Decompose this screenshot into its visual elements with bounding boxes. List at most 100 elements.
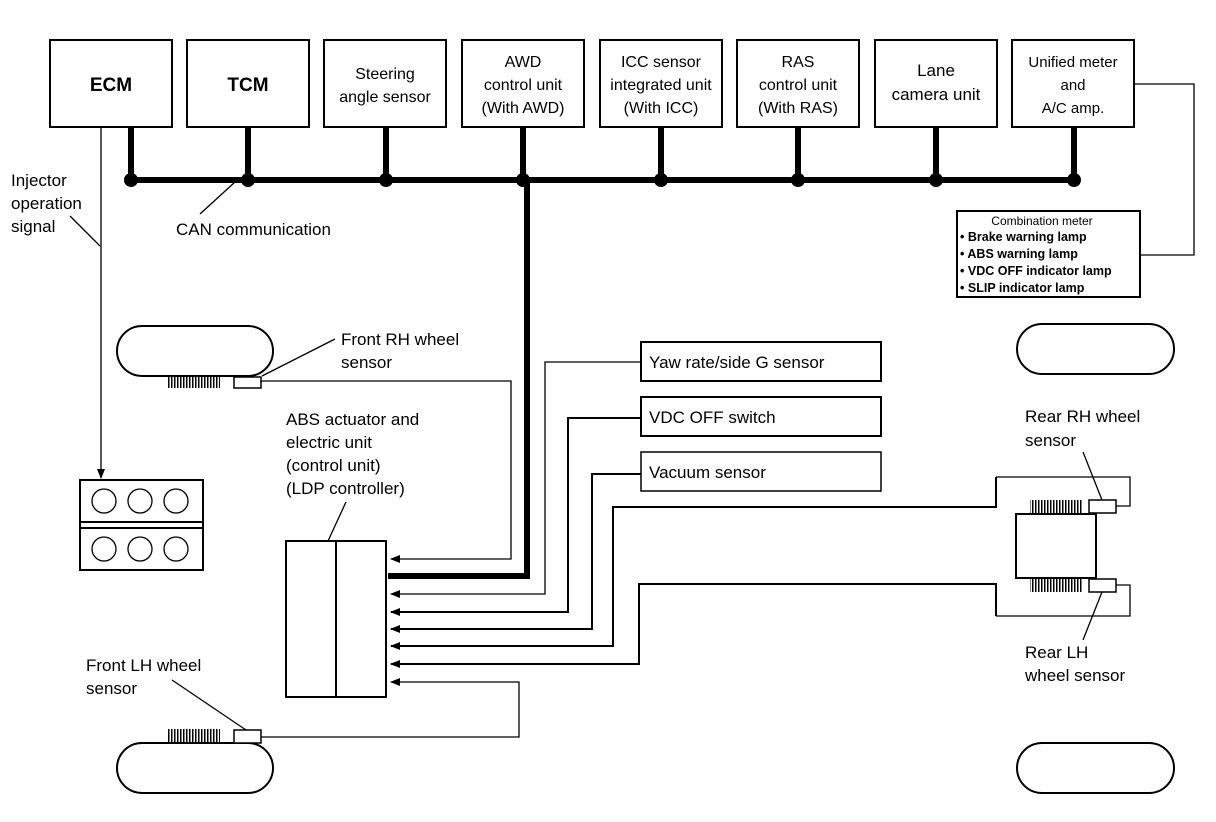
unified-meter-box (1011, 39, 1135, 128)
front-lh-label-1: Front LH wheel (86, 656, 201, 675)
engine-cylinders-icon (79, 479, 204, 571)
rear-rh-sensor-wire (996, 476, 1131, 507)
awd-label-2: control unit (484, 77, 563, 94)
awd-control-unit-box (461, 39, 585, 128)
abs-label-1: ABS actuator and (286, 410, 419, 429)
rear-lh-leader-line (1082, 591, 1103, 641)
injector-label-3: signal (11, 217, 55, 236)
front-lh-signal-line (261, 678, 520, 738)
steering-label-1: Steering (355, 66, 415, 83)
tone-ring-icon (168, 377, 220, 388)
abs-actuator-unit (285, 540, 387, 698)
can-node (124, 173, 138, 187)
meter-label-3: A/C amp. (1042, 100, 1105, 117)
abs-label-2: electric unit (286, 433, 372, 452)
steering-label-2: angle sensor (339, 89, 431, 106)
rear-lh-sensor-wire (996, 584, 1131, 617)
can-node (654, 173, 668, 187)
can-node (1067, 173, 1081, 187)
icc-sensor-box (599, 39, 723, 128)
meter-label-1: Unified meter (1028, 54, 1117, 71)
injector-label-1: Injector (11, 171, 67, 190)
front-rh-wheel (116, 325, 274, 389)
rear-differential-icon (1015, 513, 1097, 579)
steering-angle-sensor-box (323, 39, 447, 128)
wheel-sensor-icon (1088, 578, 1117, 593)
rear-lh-signal-line (390, 583, 997, 668)
front-rh-signal-line (261, 380, 512, 563)
ras-label-3: (With RAS) (758, 100, 838, 117)
abs-label-3: (control unit) (286, 456, 380, 475)
icc-label-2: integrated unit (610, 77, 712, 94)
rear-axle-assembly (996, 476, 1131, 617)
injector-leader-line (69, 215, 101, 247)
wheel-icon (116, 325, 274, 377)
can-bus (124, 127, 1081, 579)
lane-label-1: Lane (917, 61, 955, 80)
wheel-sensor-icon (233, 729, 262, 744)
ecm-box (49, 39, 173, 128)
icc-label-3: (With ICC) (624, 100, 699, 117)
vacuum-sensor-box (640, 451, 882, 492)
awd-label-1: AWD (505, 54, 542, 71)
vacuum-signal-line (390, 473, 641, 633)
front-rh-leader-line (261, 338, 336, 377)
meter-label-2: and (1060, 77, 1085, 94)
wheel-sensor-icon (1088, 499, 1117, 514)
tcm-label: TCM (227, 75, 268, 96)
lane-label-2: camera unit (892, 85, 981, 104)
ecm-label: ECM (90, 75, 132, 96)
rear-lh-wheel-icon (1016, 742, 1175, 794)
can-modules (49, 39, 1135, 128)
ras-label-1: RAS (782, 54, 815, 71)
vdc-off-switch-box (640, 396, 882, 437)
combination-meter: Combination meter • Brake warning lamp •… (956, 210, 1141, 298)
yaw-rate-sensor-label: Yaw rate/side G sensor (649, 353, 825, 372)
can-leader-line (199, 181, 236, 215)
lane-camera-unit-box (874, 39, 998, 128)
combination-meter-item: • ABS warning lamp (960, 247, 1078, 261)
can-node (379, 173, 393, 187)
front-rh-label-2: sensor (341, 353, 392, 372)
combination-meter-item: • Brake warning lamp (960, 230, 1087, 244)
can-node (241, 173, 255, 187)
rear-rh-wheel-icon (1016, 323, 1175, 375)
wheel-icon (116, 742, 274, 794)
rear-rh-label-1: Rear RH wheel (1025, 407, 1140, 426)
front-lh-wheel (116, 729, 274, 794)
front-rh-label-1: Front RH wheel (341, 330, 459, 349)
ras-label-2: control unit (759, 77, 838, 94)
module-labels: ECM TCM Steering angle sensor AWD contro… (90, 54, 1118, 117)
abs-label-4: (LDP controller) (286, 479, 405, 498)
vdc-off-switch-label: VDC OFF switch (649, 408, 776, 427)
rear-rh-signal-line (390, 477, 997, 650)
rear-lh-label-1: Rear LH (1025, 643, 1088, 662)
injector-label-2: operation (11, 194, 82, 213)
can-trunk-to-abs (388, 180, 530, 579)
yaw-rate-signal-line (390, 361, 641, 598)
vacuum-sensor-label: Vacuum sensor (649, 463, 766, 482)
abs-leader-line (327, 501, 347, 542)
meter-to-combination-line (1134, 83, 1195, 256)
rear-rh-leader-line (1082, 451, 1103, 501)
front-lh-leader-line (171, 679, 247, 731)
tone-ring-icon (1030, 579, 1082, 592)
combination-meter-title: Combination meter (991, 214, 1092, 228)
can-node (929, 173, 943, 187)
tcm-box (186, 39, 310, 128)
rear-lh-label-2: wheel sensor (1024, 666, 1126, 685)
front-lh-label-2: sensor (86, 679, 137, 698)
vdc-off-signal-line (390, 417, 641, 616)
sensor-boxes: Yaw rate/side G sensor VDC OFF switch Va… (640, 341, 882, 492)
can-communication-label: CAN communication (176, 220, 331, 239)
rear-rh-label-2: sensor (1025, 431, 1076, 450)
tone-ring-icon (168, 729, 220, 742)
can-node (791, 173, 805, 187)
combination-meter-item: • VDC OFF indicator lamp (960, 264, 1112, 278)
icc-label-1: ICC sensor (621, 54, 702, 71)
combination-meter-item: • SLIP indicator lamp (960, 281, 1085, 295)
wheel-sensor-icon (233, 376, 262, 389)
tone-ring-icon (1030, 500, 1082, 513)
awd-label-3: (With AWD) (482, 100, 565, 117)
